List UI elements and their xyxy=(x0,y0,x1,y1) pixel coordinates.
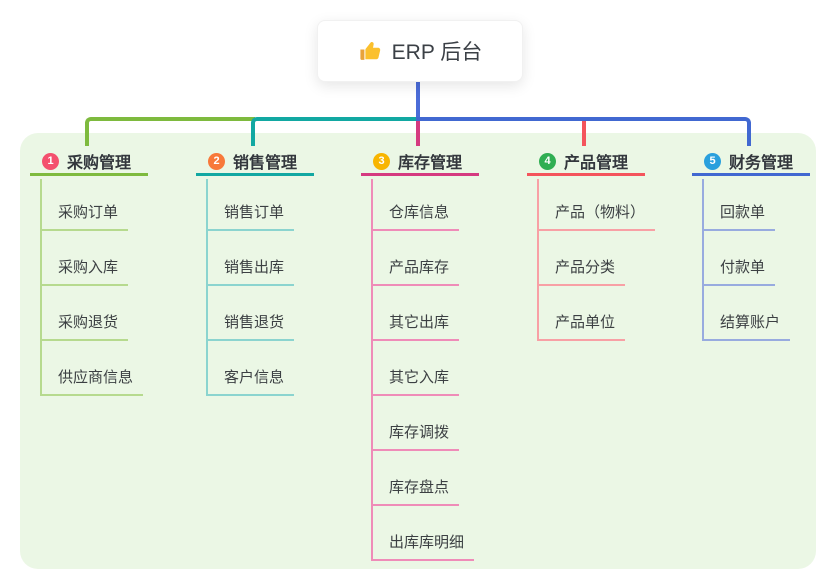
child-node[interactable]: 采购退货 xyxy=(40,315,129,341)
connector-branch-2 xyxy=(251,117,420,146)
branch-spine xyxy=(371,179,373,560)
branch-spine xyxy=(702,179,704,340)
branch-label: 产品管理 xyxy=(564,155,629,172)
child-node[interactable]: 产品分类 xyxy=(537,260,626,286)
branch-label: 财务管理 xyxy=(729,155,794,172)
child-node[interactable]: 供应商信息 xyxy=(40,370,144,396)
child-node[interactable]: 销售退货 xyxy=(206,315,295,341)
child-node[interactable]: 销售订单 xyxy=(206,205,295,231)
child-node[interactable]: 产品单位 xyxy=(537,315,626,341)
connector-root-drop xyxy=(416,82,420,117)
child-node[interactable]: 客户信息 xyxy=(206,370,295,396)
child-node[interactable]: 其它入库 xyxy=(371,370,460,396)
branch-label: 销售管理 xyxy=(233,155,298,172)
child-node[interactable]: 其它出库 xyxy=(371,315,460,341)
connector-branch-3 xyxy=(416,121,420,146)
branch-node-5[interactable]: 5 财务管理 xyxy=(692,149,810,176)
branch-node-2[interactable]: 2 销售管理 xyxy=(196,149,314,176)
child-node[interactable]: 仓库信息 xyxy=(371,205,460,231)
child-node[interactable]: 库存调拨 xyxy=(371,425,460,451)
child-node[interactable]: 产品库存 xyxy=(371,260,460,286)
branch-badge: 4 xyxy=(539,152,556,170)
branch-spine xyxy=(206,179,208,395)
branch-spine xyxy=(537,179,539,340)
thumbs-up-icon xyxy=(358,39,382,63)
child-node[interactable]: 产品（物料） xyxy=(537,205,656,231)
branch-spine xyxy=(40,179,42,395)
branch-label: 库存管理 xyxy=(398,155,463,172)
root-node[interactable]: ERP 后台 xyxy=(317,20,523,82)
child-node[interactable]: 采购入库 xyxy=(40,260,129,286)
child-node[interactable]: 付款单 xyxy=(702,260,776,286)
branch-badge: 2 xyxy=(208,152,225,170)
branch-node-1[interactable]: 1 采购管理 xyxy=(30,149,148,176)
branches-panel xyxy=(20,133,816,569)
branch-node-3[interactable]: 3 库存管理 xyxy=(361,149,479,176)
connector-branch-5 xyxy=(416,117,751,146)
connector-branch-4 xyxy=(582,121,586,146)
branch-badge: 1 xyxy=(42,152,59,170)
child-node[interactable]: 回款单 xyxy=(702,205,776,231)
branch-badge: 3 xyxy=(373,152,390,170)
child-node[interactable]: 库存盘点 xyxy=(371,480,460,506)
root-title: ERP 后台 xyxy=(391,41,483,64)
child-node[interactable]: 采购订单 xyxy=(40,205,129,231)
child-node[interactable]: 销售出库 xyxy=(206,260,295,286)
branch-badge: 5 xyxy=(704,152,721,170)
connector-branch-1 xyxy=(85,117,255,146)
child-node[interactable]: 出库库明细 xyxy=(371,535,475,561)
branch-node-4[interactable]: 4 产品管理 xyxy=(527,149,645,176)
child-node[interactable]: 结算账户 xyxy=(702,315,791,341)
branch-label: 采购管理 xyxy=(67,155,132,172)
